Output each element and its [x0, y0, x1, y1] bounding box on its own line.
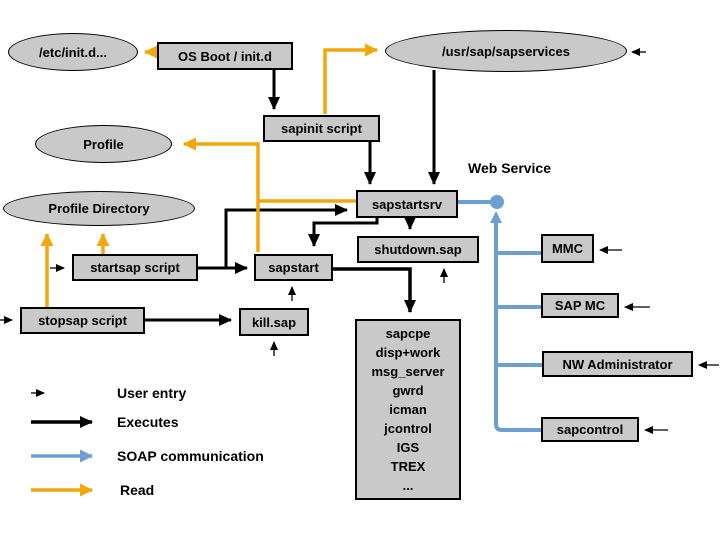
node-sapservices-label: /usr/sap/sapservices — [442, 43, 570, 59]
process-line: icman — [389, 402, 427, 417]
node-profile-directory: Profile Directory — [3, 191, 195, 226]
node-sap-processes: sapcpe disp+work msg_server gwrd icman j… — [355, 319, 461, 500]
process-line: jcontrol — [384, 421, 432, 436]
legend-soap-label: SOAP communication — [117, 448, 264, 464]
node-stopsap-script: stopsap script — [20, 307, 145, 334]
node-mmc: MMC — [541, 234, 594, 263]
legend-executes: Executes — [30, 414, 178, 430]
node-sapinit-script-label: sapinit script — [281, 121, 362, 136]
legend-read: Read — [30, 482, 154, 498]
node-startsap-script: startsap script — [72, 254, 198, 281]
node-etc-init-d-label: /etc/init.d... — [39, 44, 107, 60]
node-sapstart-label: sapstart — [268, 260, 319, 275]
arrow-startsap-to-sapstartsrv — [224, 204, 348, 268]
arrow-read-sapinit-sapservices — [323, 43, 378, 114]
node-mmc-label: MMC — [551, 241, 584, 256]
thick-black-arrow-icon — [31, 416, 93, 428]
node-sapservices: /usr/sap/sapservices — [385, 30, 627, 72]
node-nw-administrator-label: NW Administrator — [562, 356, 673, 372]
node-sapstartsrv-label: sapstartsrv — [371, 196, 443, 212]
node-etc-init-d: /etc/init.d... — [8, 33, 138, 71]
line-soap-trunk-to-sapcontrol — [494, 220, 541, 432]
node-stopsap-script-label: stopsap script — [38, 313, 127, 328]
process-line: msg_server — [371, 364, 445, 379]
node-sapstart: sapstart — [254, 254, 333, 281]
web-service-endpoint-dot — [490, 195, 504, 209]
legend-user-entry-label: User entry — [117, 385, 187, 401]
legend-read-label: Read — [120, 482, 155, 498]
node-os-boot-label: OS Boot / init.d — [178, 48, 272, 64]
blue-arrow-icon — [31, 449, 93, 463]
node-shutdown-sap-label: shutdown.sap — [374, 242, 462, 257]
process-line: sapcpe — [385, 326, 431, 341]
thin-black-arrow-icon — [31, 389, 45, 397]
arrow-sapstart-to-processes — [333, 267, 416, 313]
node-startsap-script-label: startsap script — [90, 260, 180, 275]
node-profile: Profile — [35, 125, 172, 163]
soap-arrowhead-up — [490, 211, 502, 223]
node-sap-mc-label: SAP MC — [554, 298, 606, 313]
web-service-label: Web Service — [468, 160, 552, 176]
process-line: gwrd — [392, 383, 424, 398]
legend-user-entry: User entry — [30, 385, 186, 401]
node-sapcontrol-label: sapcontrol — [556, 422, 624, 437]
node-sapinit-script: sapinit script — [263, 115, 380, 142]
node-os-boot: OS Boot / init.d — [157, 42, 293, 70]
legend-soap: SOAP communication — [30, 448, 264, 464]
node-nw-administrator: NW Administrator — [542, 351, 693, 377]
arrow-sapstartsrv-to-sapstart — [308, 218, 379, 247]
node-shutdown-sap: shutdown.sap — [357, 236, 479, 263]
legend-executes-label: Executes — [117, 414, 179, 430]
node-kill-sap-label: kill.sap — [251, 314, 297, 330]
process-line: TREX — [390, 459, 426, 474]
arrow-read-sapstart-profile — [183, 137, 260, 252]
node-profile-directory-label: Profile Directory — [48, 201, 150, 216]
process-line: disp+work — [375, 345, 441, 360]
node-sap-mc: SAP MC — [541, 293, 619, 318]
process-line: ... — [402, 478, 414, 493]
node-profile-label: Profile — [83, 136, 124, 152]
yellow-arrow-icon — [31, 483, 93, 497]
node-kill-sap: kill.sap — [239, 308, 309, 336]
node-sapcontrol: sapcontrol — [541, 417, 639, 442]
process-line: IGS — [396, 440, 420, 455]
node-sapstartsrv: sapstartsrv — [356, 190, 458, 218]
